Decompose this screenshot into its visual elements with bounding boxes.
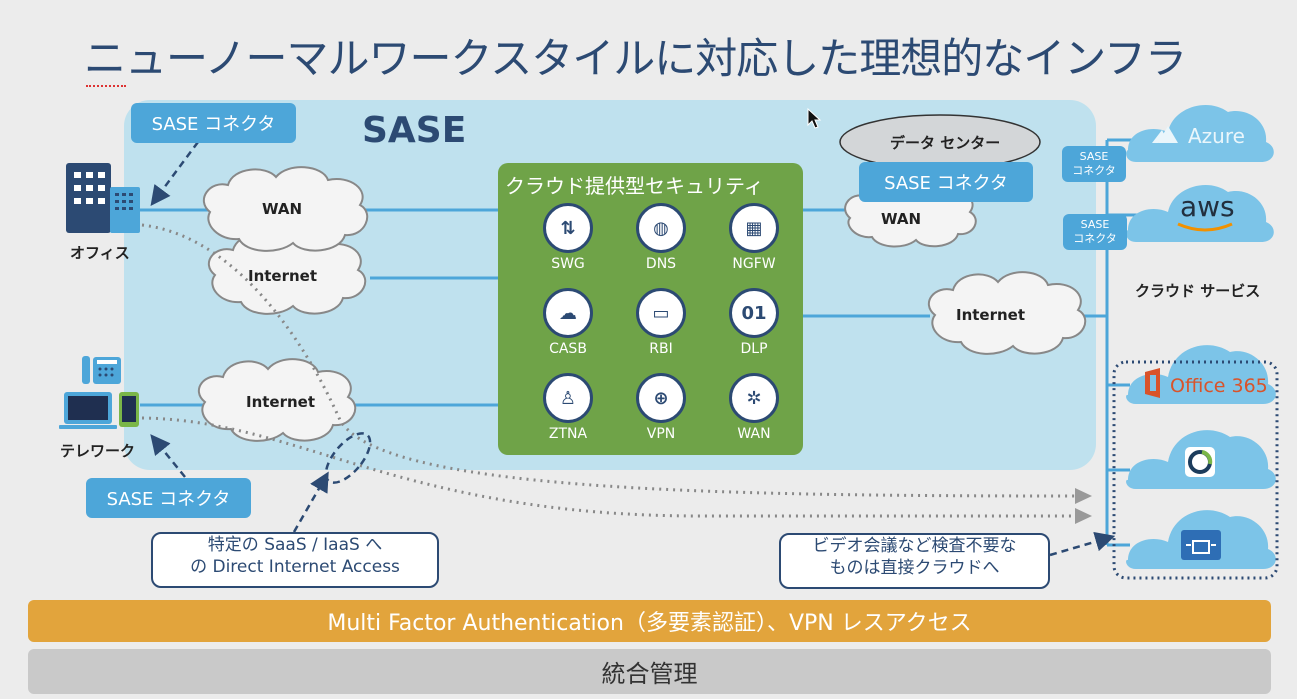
security-service-label: CASB xyxy=(549,341,587,357)
cloud-aws xyxy=(1126,184,1274,242)
office365-logo-icon xyxy=(1145,368,1160,398)
swg-icon: ⇅ xyxy=(543,203,593,253)
sase-label: SASE xyxy=(362,110,467,151)
cloud-apps-icon: ☁ xyxy=(543,288,593,338)
mouse-cursor-icon xyxy=(807,107,822,129)
security-service-label: DLP xyxy=(740,341,768,357)
security-service-ngfw: ▦ NGFW xyxy=(709,203,799,272)
sase-connector-aws: SASE コネクタ xyxy=(1063,214,1127,250)
datacenter-label: データ センター xyxy=(890,134,1001,152)
dia-callout: 特定の SaaS / IaaS へ の Direct Internet Acce… xyxy=(151,532,439,588)
cloud-services-label: クラウド サービス xyxy=(1135,282,1261,300)
cloud-office365 xyxy=(1126,345,1276,404)
internet-label-datacenter: Internet xyxy=(956,306,1026,324)
sase-connector-datacenter: SASE コネクタ xyxy=(859,162,1033,202)
mfa-bar: Multi Factor Authentication（多要素認証）、VPN レ… xyxy=(28,600,1271,642)
dia-callout-arrow xyxy=(292,471,329,533)
video-callout-line-2: ものは直接クラウドへ xyxy=(829,558,1000,578)
wan-label-datacenter: WAN xyxy=(881,210,922,228)
connector-line-1: SASE xyxy=(1080,218,1110,231)
sase-connector-office: SASE コネクタ xyxy=(131,103,296,143)
security-service-casb: ☁ CASB xyxy=(523,288,613,357)
arrowhead-1 xyxy=(1075,488,1092,504)
security-service-label: WAN xyxy=(737,426,771,442)
security-service-label: SWG xyxy=(551,256,585,272)
video-callout-arrow xyxy=(1049,531,1116,557)
internet-label-office: Internet xyxy=(248,267,318,285)
arrowhead-2 xyxy=(1075,508,1092,524)
cloud-browser-icon: ▭ xyxy=(636,288,686,338)
webex-icon xyxy=(1185,447,1215,477)
firewall-icon: ▦ xyxy=(729,203,779,253)
cloud-azure xyxy=(1126,104,1274,162)
connector-line-2: コネクタ xyxy=(1073,232,1117,245)
cloud-security-title: クラウド提供型セキュリティ xyxy=(505,174,764,198)
security-service-label: VPN xyxy=(646,426,676,442)
sase-connector-azure: SASE コネクタ xyxy=(1062,146,1126,182)
security-service-label: RBI xyxy=(649,341,673,357)
video-conference-icon xyxy=(1181,530,1221,560)
office-connector-arrow xyxy=(150,141,200,207)
security-service-dns: ◍ DNS xyxy=(616,203,706,272)
aws-smile-icon xyxy=(1177,222,1233,232)
office365-label: Office 365 xyxy=(1170,375,1268,397)
binary-icon: 01 xyxy=(729,288,779,338)
cloud-internet-telework xyxy=(197,358,357,442)
globe-lock-icon: ⊕ xyxy=(636,373,686,423)
cloud-wan-office xyxy=(202,166,369,252)
spellcheck-underline xyxy=(86,82,126,87)
cloud-internet-dc xyxy=(927,271,1087,355)
video-callout: ビデオ会議など検査不要な ものは直接クラウドへ xyxy=(779,533,1050,589)
telework-devices-icon xyxy=(59,356,139,429)
security-service-wan: ✲ WAN xyxy=(709,373,799,442)
title-text: ニューノーマルワークスタイルに対応した理想的なインフラ xyxy=(84,34,1187,83)
azure-label: Azure xyxy=(1188,124,1245,148)
connector-line-2: コネクタ xyxy=(1072,164,1116,177)
user-check-icon: ♙ xyxy=(543,373,593,423)
telework-label: テレワーク xyxy=(60,442,136,460)
internet-label-telework: Internet xyxy=(246,393,316,411)
page-title: ニューノーマルワークスタイルに対応した理想的なインフラ xyxy=(84,34,1187,87)
dia-highlight-ellipse xyxy=(324,432,372,484)
security-service-label: ZTNA xyxy=(548,426,588,442)
dia-callout-line-2: の Direct Internet Access xyxy=(190,557,400,577)
aws-label: aws xyxy=(1180,190,1235,223)
telework-connector-arrow xyxy=(150,434,186,478)
wan-label-office: WAN xyxy=(262,200,303,218)
office-building-icon xyxy=(66,163,140,233)
direct-cloud-group-outline xyxy=(1112,360,1279,580)
azure-logo-icon xyxy=(1152,126,1178,143)
hub-network-icon: ✲ xyxy=(729,373,779,423)
security-service-label: NGFW xyxy=(732,256,776,272)
security-service-swg: ⇅ SWG xyxy=(523,203,613,272)
management-bar: 統合管理 xyxy=(28,649,1271,694)
sase-connector-telework: SASE コネクタ xyxy=(86,478,251,518)
connector-line-1: SASE xyxy=(1079,150,1109,163)
security-service-ztna: ♙ ZTNA xyxy=(523,373,613,442)
dia-callout-line-1: 特定の SaaS / IaaS へ xyxy=(207,535,383,555)
globe-network-icon: ◍ xyxy=(636,203,686,253)
security-service-rbi: ▭ RBI xyxy=(616,288,706,357)
video-callout-line-1: ビデオ会議など検査不要な xyxy=(812,536,1017,556)
office-label: オフィス xyxy=(70,244,130,262)
security-service-vpn: ⊕ VPN xyxy=(616,373,706,442)
security-service-label: DNS xyxy=(645,256,677,272)
